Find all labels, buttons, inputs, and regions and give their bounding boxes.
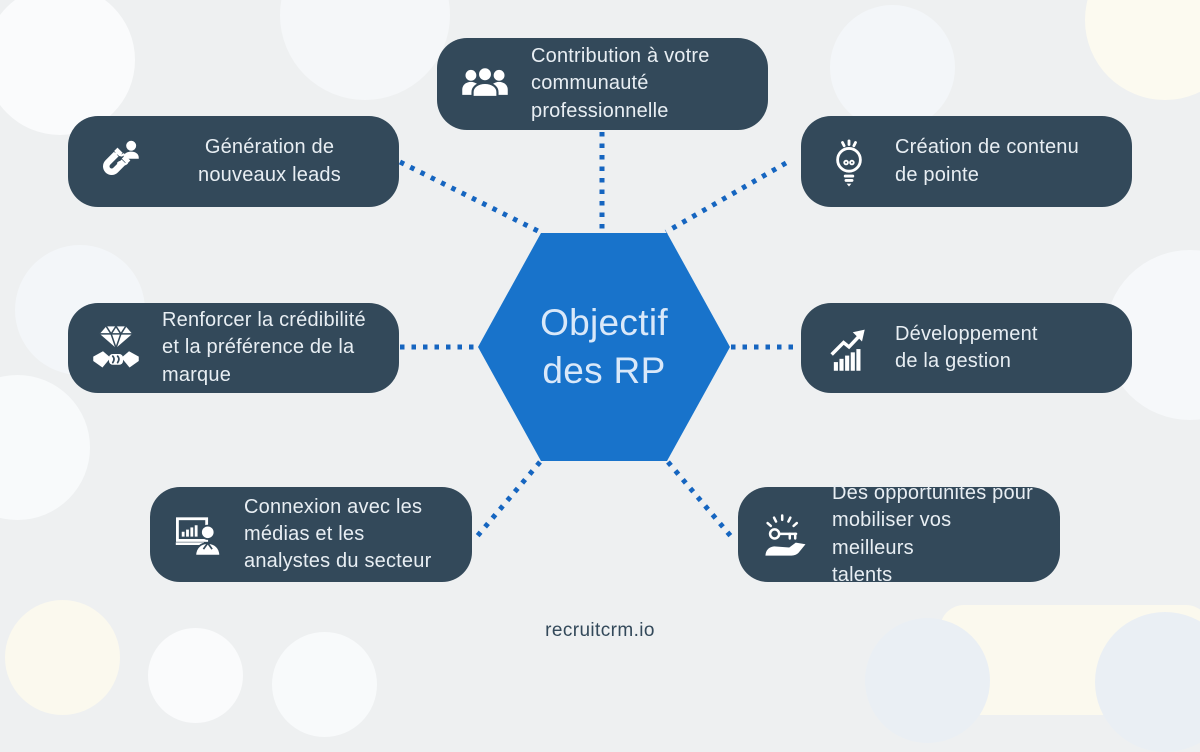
growth-chart-icon bbox=[823, 322, 875, 374]
node-label: Création de contenu de pointe bbox=[895, 136, 1079, 186]
node-content: Création de contenu de pointe bbox=[801, 116, 1132, 207]
node-credibility: Renforcer la crédibilité et la préférenc… bbox=[68, 303, 399, 393]
node-leads: Génération de nouveaux leads bbox=[68, 116, 399, 207]
node-talents: Des opportunités pour mobiliser vos meil… bbox=[738, 482, 1060, 586]
background-circle bbox=[830, 5, 955, 130]
connector-bottom-right bbox=[666, 460, 736, 542]
hand-key-icon bbox=[760, 509, 812, 561]
node-label: Génération de nouveaux leads bbox=[198, 136, 341, 186]
magnet-leads-icon bbox=[90, 136, 142, 188]
node-media: Connexion avec les médias et les analyst… bbox=[150, 487, 472, 582]
central-title: Objectif des RP bbox=[540, 301, 668, 391]
connector-bottom-left bbox=[472, 460, 542, 542]
hexagon-shape bbox=[478, 233, 730, 461]
central-hexagon: Objectif des RP bbox=[478, 233, 730, 461]
node-community: Contribution à votre communauté professi… bbox=[437, 38, 768, 130]
node-label: Développement de la gestion bbox=[895, 322, 1038, 372]
node-growth: Développement de la gestion bbox=[801, 303, 1132, 393]
lightbulb-icon bbox=[823, 136, 875, 188]
node-label: Des opportunités pour mobiliser vos meil… bbox=[832, 482, 1033, 586]
diamond-handshake-icon bbox=[90, 322, 142, 374]
background-circle bbox=[0, 0, 135, 135]
node-label: Contribution à votre communauté professi… bbox=[531, 45, 710, 122]
connector-lines bbox=[398, 132, 800, 542]
brand-footer: recruitcrm.io bbox=[545, 620, 655, 641]
node-label: Renforcer la crédibilité et la préférenc… bbox=[162, 309, 366, 386]
connector-top-right bbox=[664, 160, 788, 235]
presentation-person-icon bbox=[172, 509, 224, 561]
node-label: Connexion avec les médias et les analyst… bbox=[244, 495, 432, 573]
people-group-icon bbox=[459, 58, 511, 110]
connector-top-left bbox=[398, 159, 542, 235]
